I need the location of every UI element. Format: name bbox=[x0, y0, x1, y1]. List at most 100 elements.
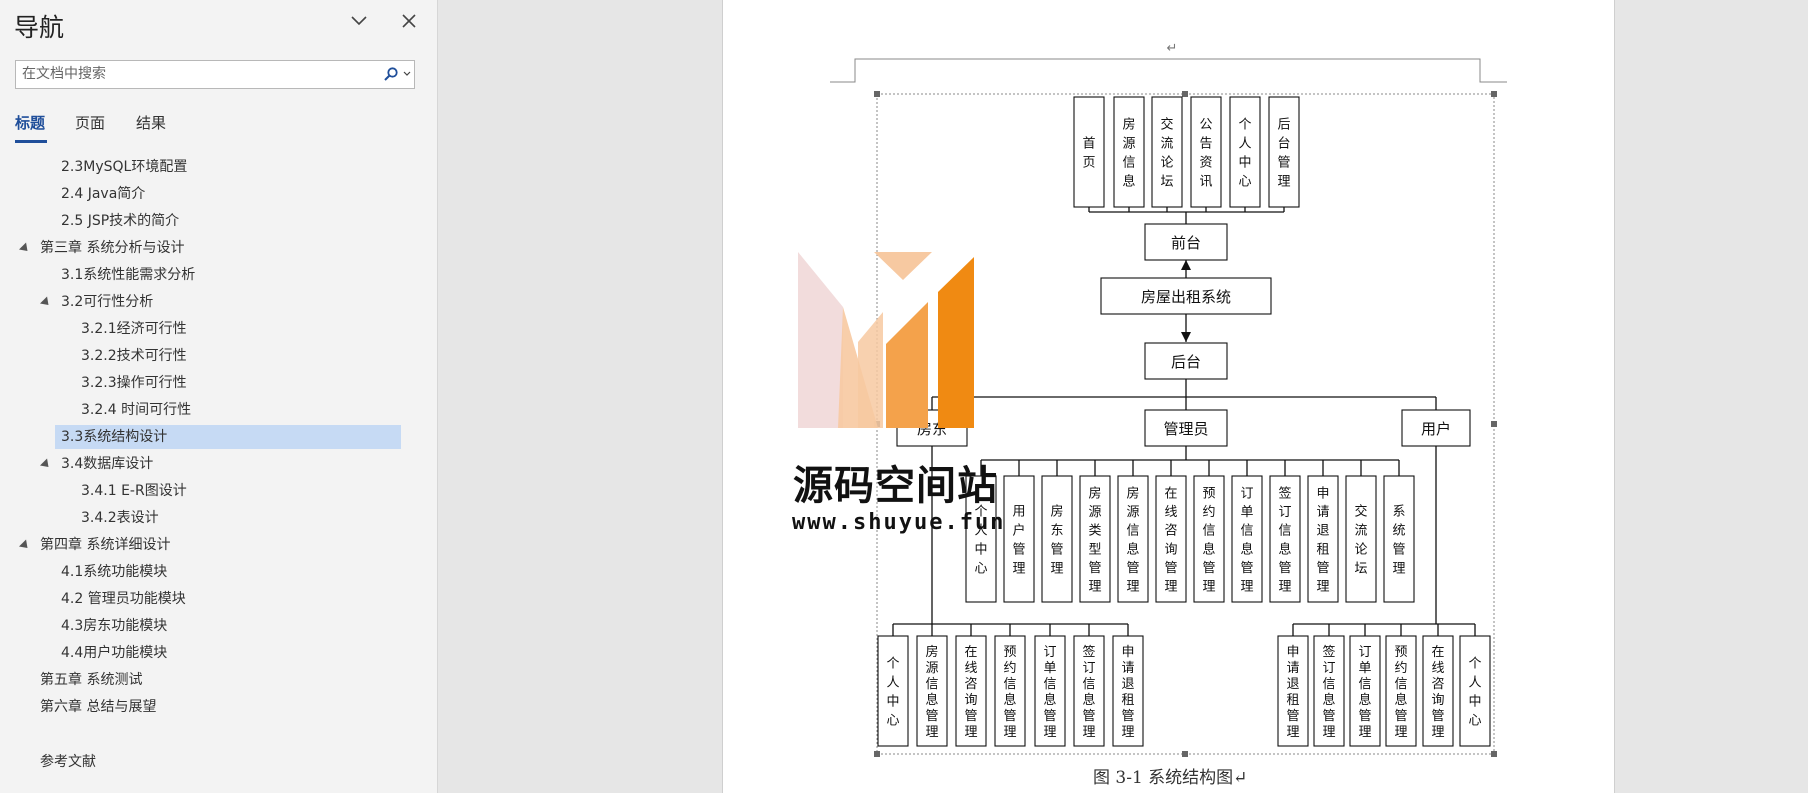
diagram-box bbox=[1231, 475, 1263, 603]
diagram-box bbox=[1041, 475, 1073, 603]
front-module-box: 房源信息 bbox=[1122, 117, 1135, 190]
system-box: 房屋出租系统 bbox=[1141, 288, 1231, 306]
chevron-down-icon[interactable] bbox=[348, 10, 370, 32]
tree-item[interactable]: 3.3系统结构设计 bbox=[55, 425, 401, 449]
search-icon[interactable] bbox=[383, 66, 399, 82]
active-tab-indicator bbox=[15, 140, 47, 143]
close-icon[interactable] bbox=[398, 10, 420, 32]
tree-item[interactable]: 4.4用户功能模块 bbox=[61, 645, 168, 661]
tree-item[interactable]: 第六章 总结与展望 bbox=[40, 699, 157, 715]
tree-item[interactable]: 4.2 管理员功能模块 bbox=[61, 591, 186, 607]
tree-item[interactable]: 3.2可行性分析 bbox=[61, 294, 154, 310]
resize-handle-icon bbox=[1491, 421, 1497, 427]
user-module-box: 申请退租管理 bbox=[1286, 645, 1299, 740]
watermark-text: 源码空间站 bbox=[793, 463, 998, 509]
user-module-box: 预约信息管理 bbox=[1394, 645, 1407, 740]
user-module-box: 在线咨询管理 bbox=[1431, 645, 1444, 740]
admin-module-box: 房源信息管理 bbox=[1126, 485, 1139, 594]
backend-box: 后台 bbox=[1171, 353, 1201, 371]
front-module-box: 首页 bbox=[1082, 137, 1095, 171]
front-module-box: 公告资讯 bbox=[1199, 118, 1212, 190]
diagram-box bbox=[1307, 475, 1339, 603]
tree-item[interactable]: 2.5 JSP技术的简介 bbox=[61, 213, 180, 229]
landlord-module-box: 申请退租管理 bbox=[1121, 645, 1134, 740]
landlord-module-box: 在线咨询管理 bbox=[964, 645, 977, 740]
tree-item[interactable]: 3.2.1经济可行性 bbox=[81, 321, 187, 337]
tree-item[interactable]: 3.4数据库设计 bbox=[61, 456, 154, 472]
diagram-box bbox=[1268, 96, 1300, 208]
search-input[interactable] bbox=[22, 64, 382, 84]
tab-pages[interactable]: 页面 bbox=[75, 114, 106, 132]
tree-item[interactable]: 3.2.4 时间可行性 bbox=[81, 402, 192, 418]
tree-item[interactable]: 3.2.3操作可行性 bbox=[81, 375, 187, 391]
diagram-box bbox=[1277, 635, 1309, 747]
landlord-module-box: 预约信息管理 bbox=[1003, 645, 1016, 740]
search-box bbox=[15, 60, 415, 89]
admin-module-box: 交流论坛 bbox=[1354, 504, 1367, 577]
diagram-box bbox=[1112, 635, 1144, 747]
tree-item[interactable]: 第三章 系统分析与设计 bbox=[40, 240, 185, 256]
tab-headings[interactable]: 标题 bbox=[15, 114, 46, 132]
diagram-box bbox=[994, 635, 1026, 747]
tree-item[interactable]: 参考文献 bbox=[40, 754, 96, 770]
tree-item[interactable]: 4.3房东功能模块 bbox=[61, 618, 168, 634]
resize-handle-icon bbox=[1182, 91, 1188, 97]
tree-item[interactable]: 3.2.2技术可行性 bbox=[81, 348, 187, 364]
admin-module-box: 用户管理 bbox=[1012, 505, 1025, 577]
diagram-box bbox=[1401, 409, 1471, 447]
tree-item[interactable]: 2.3MySQL环境配置 bbox=[61, 159, 188, 175]
watermark-shape bbox=[886, 302, 928, 428]
diagram-box bbox=[1073, 96, 1105, 208]
user-module-box: 个人中心 bbox=[1468, 657, 1481, 729]
admin-module-box: 系统管理 bbox=[1392, 505, 1405, 577]
diagram-box bbox=[1349, 635, 1381, 747]
diagram-box bbox=[1100, 277, 1272, 315]
watermark-shape bbox=[798, 252, 843, 428]
diagram-box bbox=[1229, 96, 1261, 208]
diagram-box bbox=[1117, 475, 1149, 603]
diagram-box bbox=[1151, 96, 1183, 208]
admin-module-box: 申请退租管理 bbox=[1316, 486, 1329, 594]
watermark-shape bbox=[938, 257, 974, 428]
tree-item[interactable]: 3.1系统性能需求分析 bbox=[61, 267, 196, 283]
diagram-box bbox=[1422, 635, 1454, 747]
diagram-box bbox=[1193, 475, 1225, 603]
user-module-box: 订单信息管理 bbox=[1358, 645, 1371, 740]
admin-module-box: 房东管理 bbox=[1050, 504, 1063, 577]
tree-item[interactable]: 2.4 Java简介 bbox=[61, 186, 146, 202]
role-box-admin: 管理员 bbox=[1163, 420, 1208, 438]
landlord-module-box: 签订信息管理 bbox=[1082, 644, 1095, 740]
diagram-box bbox=[1459, 635, 1491, 747]
diagram-box bbox=[1073, 635, 1105, 747]
tree-item[interactable]: 4.1系统功能模块 bbox=[61, 564, 168, 580]
tab-results[interactable]: 结果 bbox=[136, 114, 167, 132]
admin-module-box: 订单信息管理 bbox=[1240, 486, 1253, 594]
search-options-dropdown-icon[interactable] bbox=[403, 71, 411, 77]
diagram-box bbox=[1383, 475, 1415, 603]
tree-item[interactable]: 3.4.2表设计 bbox=[81, 510, 159, 526]
frontend-box: 前台 bbox=[1171, 234, 1201, 252]
front-module-box: 个人中心 bbox=[1238, 118, 1251, 190]
diagram-box bbox=[965, 475, 997, 603]
diagram-box bbox=[1155, 475, 1187, 603]
diagram-box bbox=[1190, 96, 1222, 208]
resize-handle-icon bbox=[874, 91, 880, 97]
diagram-box bbox=[1269, 475, 1301, 603]
landlord-module-box: 个人中心 bbox=[886, 657, 899, 729]
role-box-user: 用户 bbox=[1421, 420, 1451, 438]
arrow-down-icon bbox=[1181, 332, 1191, 342]
tree-item[interactable]: 第四章 系统详细设计 bbox=[40, 537, 171, 553]
tree-item[interactable]: 第五章 系统测试 bbox=[40, 672, 143, 688]
header-frame bbox=[830, 58, 1507, 83]
watermark-logo bbox=[798, 252, 974, 428]
admin-module-box: 房源类型管理 bbox=[1088, 485, 1101, 594]
diagram-box bbox=[1003, 475, 1035, 603]
diagram-box bbox=[1034, 635, 1066, 747]
tree-item[interactable]: 3.4.1 E-R图设计 bbox=[81, 483, 187, 499]
watermark-shape bbox=[858, 312, 883, 428]
diagram-box bbox=[955, 635, 987, 747]
figure-caption: 图 3-1 系统结构图↵ bbox=[1093, 768, 1248, 788]
landlord-module-box: 订单信息管理 bbox=[1043, 645, 1056, 740]
resize-handle-icon bbox=[1491, 751, 1497, 757]
